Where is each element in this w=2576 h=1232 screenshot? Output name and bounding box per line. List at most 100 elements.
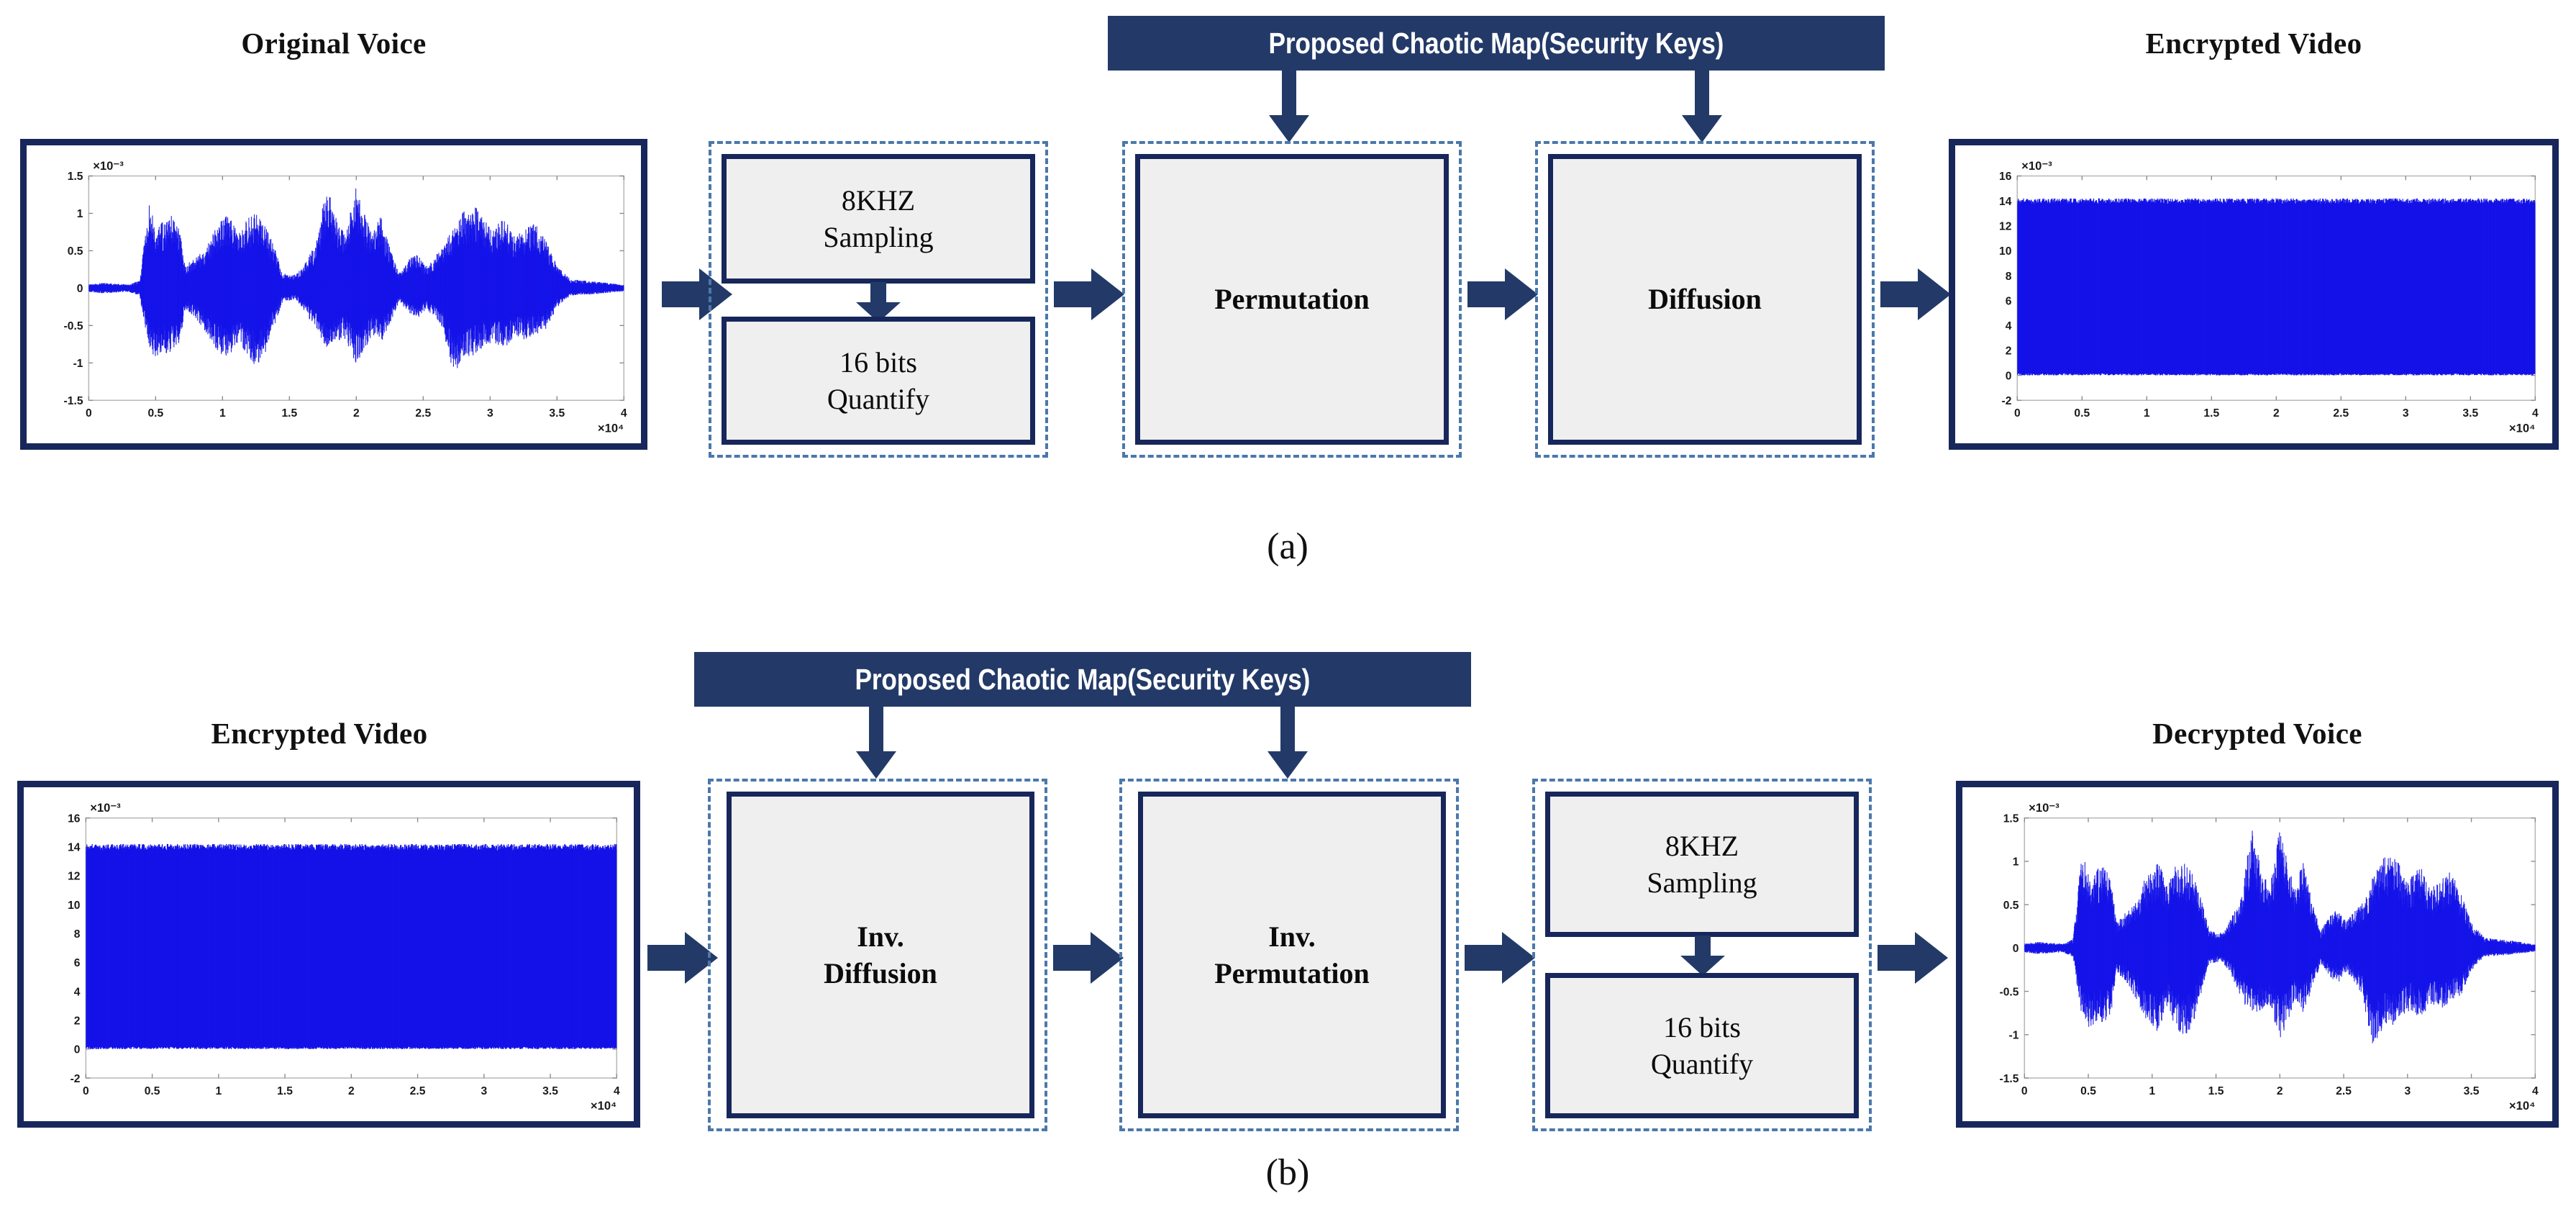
box-inv-permutation-line2: Permutation: [1214, 957, 1370, 989]
svg-text:3.5: 3.5: [2464, 1085, 2480, 1097]
svg-text:×10⁻³: ×10⁻³: [93, 160, 124, 173]
svg-text:2.5: 2.5: [2333, 407, 2349, 420]
svg-text:-0.5: -0.5: [2000, 986, 2019, 998]
svg-text:4: 4: [2006, 320, 2012, 332]
svg-text:0.5: 0.5: [2080, 1085, 2096, 1097]
svg-text:0.5: 0.5: [2074, 407, 2090, 420]
svg-text:-1: -1: [2009, 1030, 2019, 1042]
svg-text:3.5: 3.5: [549, 407, 565, 420]
svg-text:3.5: 3.5: [2462, 407, 2478, 420]
svg-text:0.5: 0.5: [68, 245, 83, 258]
stage-group-sampling-quantify-b: [1532, 779, 1872, 1131]
box-16bits-quantify-b-line1: 16 bits: [1663, 1010, 1741, 1043]
original-voice-title: Original Voice: [241, 27, 427, 60]
svg-text:1.5: 1.5: [2208, 1085, 2224, 1097]
box-inv-diffusion: Inv. Diffusion: [727, 792, 1034, 1118]
encrypted-video-title-b: Encrypted Video: [211, 717, 428, 750]
arrow-encrypted-to-inv-diffusion: [647, 932, 718, 984]
box-inv-diffusion-line2: Diffusion: [824, 957, 937, 989]
svg-text:2: 2: [2273, 407, 2280, 420]
svg-text:×10⁻³: ×10⁻³: [2029, 802, 2060, 815]
svg-text:0.5: 0.5: [2003, 900, 2019, 912]
svg-text:6: 6: [2006, 296, 2012, 308]
box-16bits-quantify-a: 16 bits Quantify: [722, 317, 1035, 445]
svg-text:1: 1: [215, 1085, 222, 1097]
svg-text:3: 3: [2403, 407, 2409, 420]
svg-text:6: 6: [74, 957, 81, 969]
stage-group-inv-diffusion: [708, 779, 1047, 1131]
svg-text:-1: -1: [73, 358, 83, 370]
arrow-key-to-diffusion: [1682, 71, 1722, 142]
svg-text:1.5: 1.5: [281, 407, 297, 420]
box-8khz-sampling-b-line1: 8KHZ: [1665, 829, 1739, 862]
svg-text:16: 16: [1999, 171, 2012, 183]
decrypted-voice-title: Decrypted Voice: [2152, 717, 2362, 750]
svg-text:×10⁴: ×10⁴: [591, 1100, 616, 1113]
svg-text:-0.5: -0.5: [64, 320, 83, 332]
svg-text:14: 14: [1999, 196, 2012, 208]
svg-text:2.5: 2.5: [415, 407, 431, 420]
svg-text:1.5: 1.5: [277, 1085, 293, 1097]
box-inv-permutation-line1: Inv.: [1268, 920, 1316, 953]
box-permutation: Permutation: [1135, 154, 1449, 445]
svg-text:3: 3: [2404, 1085, 2411, 1097]
chaotic-map-key-bar-b: Proposed Chaotic Map(Security Keys): [694, 652, 1471, 707]
arrow-original-to-sampling: [662, 268, 732, 320]
svg-text:2: 2: [2277, 1085, 2283, 1097]
svg-text:2: 2: [348, 1085, 355, 1097]
svg-text:0: 0: [74, 1044, 81, 1056]
svg-text:8: 8: [74, 928, 81, 941]
svg-text:2.5: 2.5: [410, 1085, 426, 1097]
svg-text:10: 10: [1999, 245, 2011, 258]
svg-text:×10⁴: ×10⁴: [2509, 1100, 2535, 1113]
box-8khz-sampling-a: 8KHZ Sampling: [722, 154, 1035, 284]
arrow-quantify-to-permutation: [1054, 268, 1124, 320]
svg-text:0: 0: [77, 283, 83, 295]
svg-text:4: 4: [2532, 407, 2539, 420]
svg-text:4: 4: [621, 407, 627, 420]
svg-text:1: 1: [219, 407, 226, 420]
svg-text:4: 4: [614, 1085, 620, 1097]
stage-group-sampling-quantify-a: [709, 141, 1048, 458]
box-inv-permutation: Inv. Permutation: [1138, 792, 1446, 1118]
arrow-inv-diffusion-to-inv-permutation: [1053, 932, 1124, 984]
svg-text:-2: -2: [70, 1073, 81, 1085]
svg-text:-2: -2: [2002, 395, 2012, 407]
box-inv-diffusion-line1: Inv.: [857, 920, 904, 953]
box-16bits-quantify-a-line1: 16 bits: [839, 345, 917, 379]
panel-caption-a-text: (a): [1267, 526, 1309, 567]
svg-text:1.5: 1.5: [2003, 813, 2019, 825]
chaotic-map-key-bar-a-label: Proposed Chaotic Map(Security Keys): [1268, 26, 1724, 60]
stage-group-diffusion: [1535, 141, 1875, 458]
svg-text:12: 12: [68, 871, 80, 883]
svg-text:1.5: 1.5: [68, 171, 83, 183]
arrow-quantify-to-decrypted: [1878, 932, 1948, 984]
svg-text:0: 0: [86, 407, 92, 420]
svg-text:0: 0: [83, 1085, 89, 1097]
arrow-key-to-inv-permutation: [1267, 707, 1308, 779]
panel-caption-a: (a): [1216, 525, 1360, 568]
box-8khz-sampling-b: 8KHZ Sampling: [1545, 792, 1859, 937]
svg-text:1: 1: [2149, 1085, 2155, 1097]
svg-text:0.5: 0.5: [147, 407, 163, 420]
svg-text:1.5: 1.5: [2203, 407, 2219, 420]
encrypted-video-title-a: Encrypted Video: [2145, 27, 2362, 60]
svg-text:×10⁴: ×10⁴: [2509, 422, 2535, 435]
arrow-sampling-to-quantify-a: [856, 282, 901, 322]
svg-text:2: 2: [353, 407, 360, 420]
box-16bits-quantify-b-line2: Quantify: [1650, 1048, 1754, 1080]
svg-text:0.5: 0.5: [145, 1085, 160, 1097]
arrow-key-to-permutation: [1269, 71, 1309, 142]
svg-text:3.5: 3.5: [542, 1085, 558, 1097]
box-8khz-sampling-b-line2: Sampling: [1647, 866, 1757, 899]
